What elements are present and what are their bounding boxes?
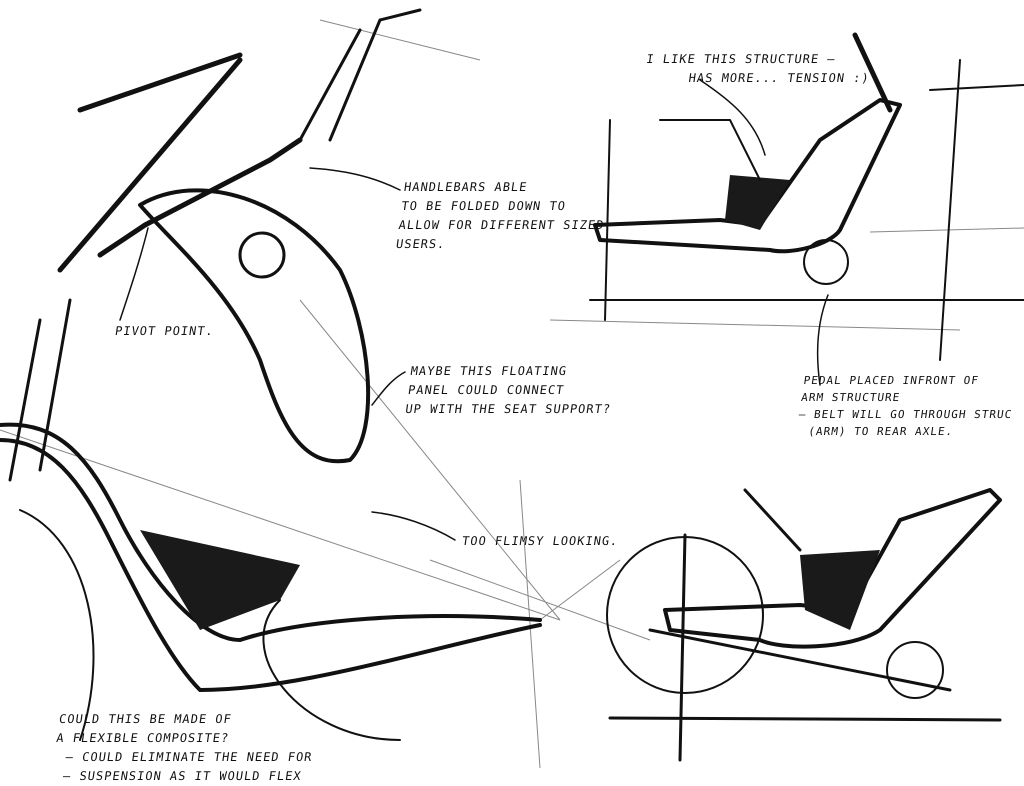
note-line: panel could connect bbox=[407, 383, 566, 397]
note-pedal: Pedal placed infront of arm structure – Be… bbox=[795, 372, 1018, 440]
annotation-arrows bbox=[119, 79, 829, 541]
note-line: – could eliminate the need for bbox=[64, 750, 314, 764]
note-line: allow for different sized bbox=[397, 218, 606, 232]
note-floating-panel: Maybe this floating panel could connect up… bbox=[404, 362, 618, 419]
note-pivot: Pivot point. bbox=[114, 324, 215, 338]
note-line: arm structure bbox=[800, 391, 902, 404]
note-line: users. bbox=[395, 237, 447, 251]
note-line: a flexible composite? bbox=[55, 731, 231, 745]
seat-structure-sketch-bottom bbox=[606, 488, 1002, 762]
note-line: I like this structure — bbox=[645, 52, 837, 66]
note-handlebars: Handlebars able to be folded down to allow… bbox=[395, 178, 611, 254]
construction-lines bbox=[0, 19, 1024, 768]
note-line: Maybe this floating bbox=[409, 364, 569, 378]
note-line: – Belt will go through struc bbox=[797, 408, 1014, 421]
sketch-drawing bbox=[0, 8, 1024, 768]
note-flimsy: Too flimsy looking. bbox=[461, 534, 620, 548]
note-line: (arm) to rear axle. bbox=[807, 425, 955, 438]
note-line: Handlebars able bbox=[403, 180, 529, 194]
note-composite: Could this be made of a flexible composit… bbox=[50, 710, 319, 786]
note-line: Pedal placed infront of bbox=[802, 374, 980, 387]
seat-structure-sketch-top bbox=[589, 32, 1024, 361]
note-line: up with the seat support? bbox=[404, 402, 613, 416]
main-scooter-sketch bbox=[0, 8, 542, 741]
note-structure: I like this structure — has more... tensi… bbox=[642, 50, 873, 88]
note-line: has more... tension :) bbox=[687, 71, 871, 85]
note-line: Could this be made of bbox=[58, 712, 233, 726]
note-line: to be folded down to bbox=[400, 199, 567, 213]
note-line: – suspension as it would flex bbox=[62, 769, 303, 783]
